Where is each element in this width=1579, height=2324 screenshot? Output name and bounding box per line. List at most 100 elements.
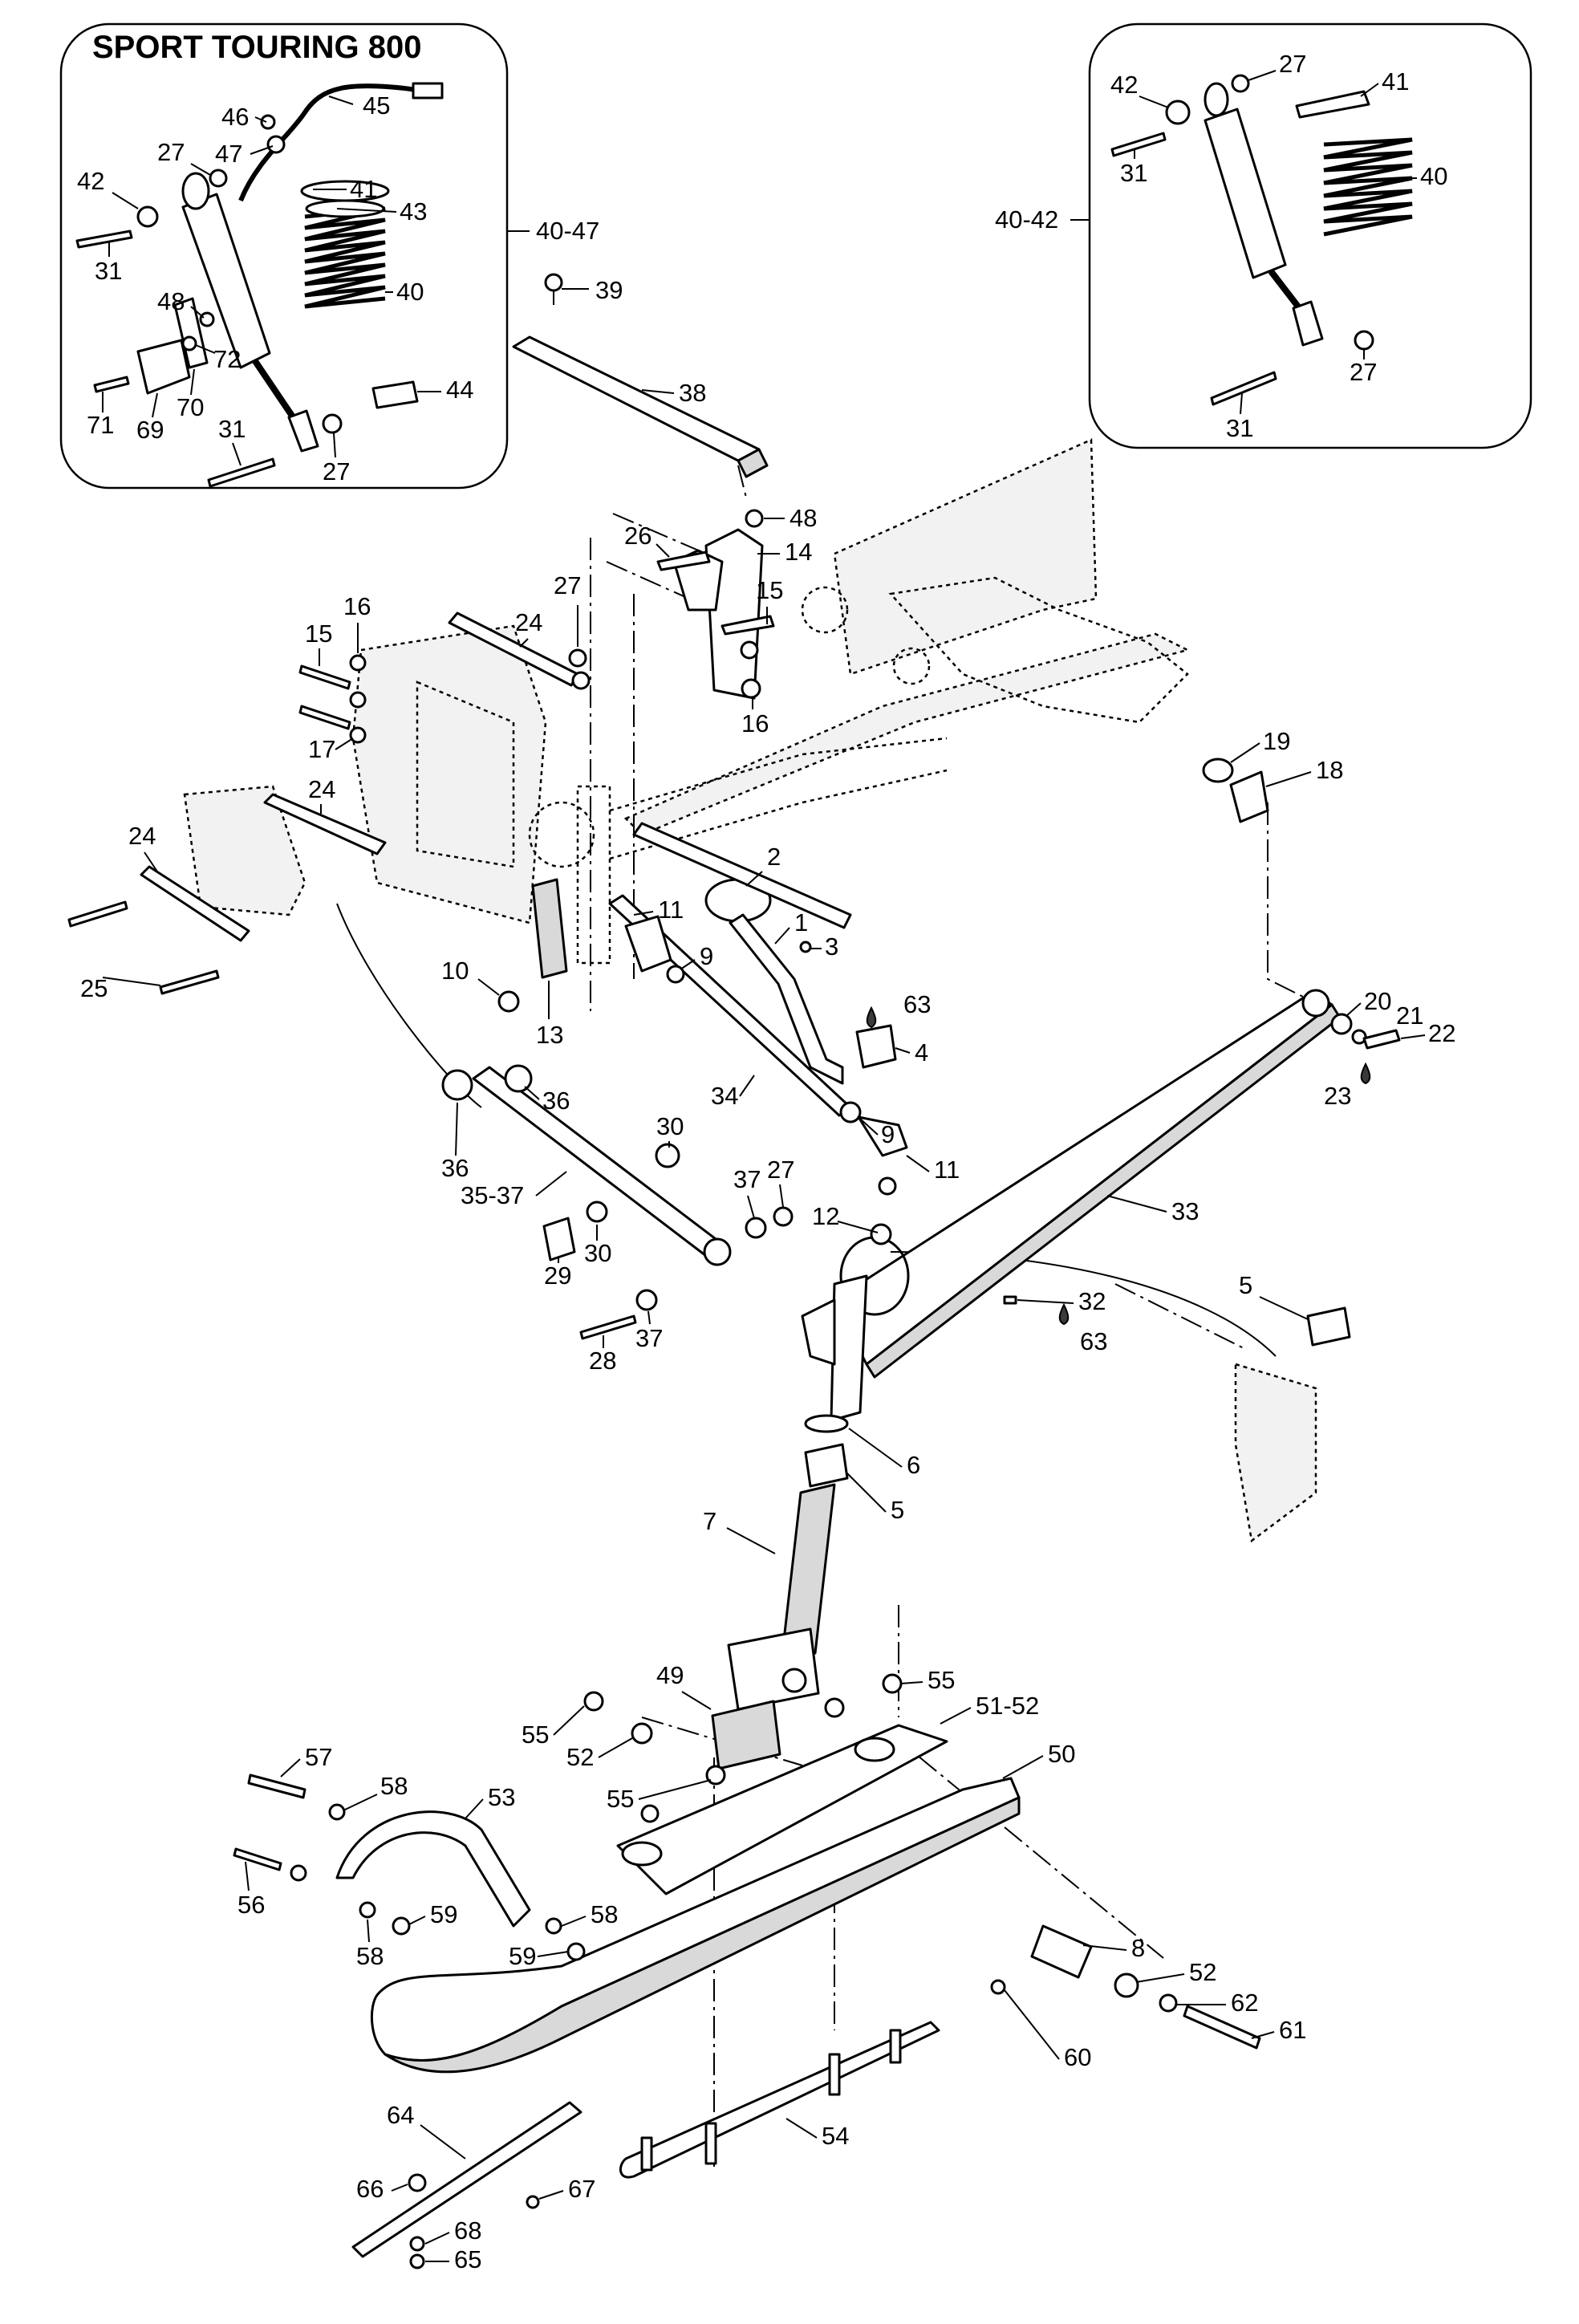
ski-pivot-hardware (990, 1924, 1261, 2050)
callout-55b: 55 (522, 1721, 549, 1749)
callout-36b: 36 (441, 1154, 469, 1182)
callout-20: 20 (1364, 987, 1391, 1015)
callout-45: 45 (363, 91, 390, 120)
callout-15a: 15 (756, 576, 783, 604)
callout-55c: 55 (607, 1785, 634, 1813)
carbide-64 (351, 2101, 582, 2269)
callout-27a: 27 (157, 138, 185, 166)
callout-3: 3 (825, 932, 838, 961)
bolts-15-16-17 (298, 654, 367, 744)
callout-44: 44 (446, 376, 473, 404)
callout-68: 68 (454, 2216, 481, 2245)
callout-48b: 48 (790, 504, 817, 532)
callout-47: 47 (215, 140, 242, 168)
trailing-arm-33 (801, 989, 1401, 1422)
inset-right-frame (1088, 22, 1532, 449)
callout-8: 8 (1131, 1934, 1145, 1962)
callout-58c: 58 (356, 1942, 384, 1970)
inset-sport-touring-800: SPORT TOURING 800 40-47 (59, 22, 599, 490)
callout-62: 62 (1231, 1989, 1258, 2017)
callout-24b: 24 (308, 775, 335, 803)
callout-36a: 36 (542, 1087, 570, 1115)
callout-12: 12 (812, 1202, 839, 1230)
callout-72: 72 (213, 345, 241, 373)
bushings-18-19 (1202, 758, 1269, 823)
steering-arm-13 (497, 878, 568, 1013)
spindle-7 (727, 1414, 849, 1711)
callout-33: 33 (1171, 1197, 1199, 1225)
callout-19: 19 (1263, 727, 1290, 755)
callout-42b: 42 (1110, 71, 1138, 99)
ski-saddle-51-52 (583, 1673, 948, 1895)
callout-30b: 30 (584, 1239, 611, 1267)
callout-42a: 42 (77, 167, 104, 195)
callout-7: 7 (703, 1507, 716, 1535)
callout-50: 50 (1048, 1740, 1075, 1768)
ghost-spindle-housing (1234, 1306, 1351, 1543)
callout-9b: 9 (881, 1120, 895, 1148)
callout-17: 17 (308, 735, 335, 763)
callout-5b: 5 (891, 1496, 904, 1524)
callout-16a: 16 (343, 592, 371, 620)
callout-52b: 52 (1189, 1958, 1216, 1986)
callout-32: 32 (1078, 1287, 1106, 1315)
callout-65: 65 (454, 2245, 481, 2273)
callout-5152: 51-52 (976, 1692, 1039, 1720)
shock-absorber-right (1110, 74, 1374, 406)
callout-5a: 5 (1239, 1271, 1252, 1299)
steering-column (632, 822, 897, 1085)
inset-left-frame (59, 22, 509, 490)
callout-16b: 16 (741, 709, 769, 737)
callout-4: 4 (915, 1038, 928, 1067)
callout-24a: 24 (515, 608, 542, 636)
tie-rod-34 (608, 894, 908, 1196)
wear-runner-54 (619, 2021, 940, 2179)
callout-53: 53 (488, 1783, 515, 1811)
callout-31a: 31 (95, 257, 122, 285)
chassis-frame-ghost (183, 438, 1191, 965)
callout-66: 66 (356, 2175, 384, 2203)
callout-63b: 63 (1080, 1327, 1107, 1355)
callout-59b: 59 (509, 1942, 536, 1970)
callout-6: 6 (907, 1451, 920, 1479)
callout-27e: 27 (554, 571, 581, 599)
callout-25: 25 (80, 974, 108, 1002)
callout-27d: 27 (1350, 358, 1377, 386)
callout-9a: 9 (700, 942, 713, 970)
coil-spring-left (300, 180, 419, 409)
ski-handle-53 (233, 1773, 586, 1961)
ski-stop-49 (711, 1700, 781, 1770)
callout-40a: 40 (396, 278, 424, 306)
callout-27b: 27 (323, 457, 350, 486)
link-plates-24 (67, 611, 591, 995)
callout-69: 69 (136, 416, 164, 444)
callout-31d: 31 (1226, 414, 1253, 442)
coil-spring-right (1295, 90, 1413, 237)
shock-mount-bracket (512, 273, 769, 478)
callout-52a: 52 (566, 1743, 594, 1771)
ski-50 (370, 1777, 1021, 2074)
callout-64: 64 (387, 2101, 414, 2129)
callout-63a: 63 (903, 990, 931, 1018)
callout-38: 38 (679, 379, 706, 407)
callout-41b: 41 (1382, 67, 1409, 95)
callout-29: 29 (544, 1262, 571, 1290)
callout-39: 39 (595, 276, 623, 304)
oil-drop-icon (866, 1006, 877, 1029)
callout-55a: 55 (928, 1666, 955, 1694)
callout-14: 14 (785, 538, 812, 566)
callout-27f: 27 (767, 1156, 794, 1184)
callout-57: 57 (305, 1743, 332, 1771)
callout-43: 43 (400, 197, 427, 225)
callout-37b: 37 (635, 1324, 663, 1352)
callout-48a: 48 (157, 287, 185, 315)
shock-absorber-left (181, 82, 444, 453)
callout-46: 46 (221, 103, 249, 131)
callout-58a: 58 (380, 1772, 408, 1800)
callout-18: 18 (1316, 756, 1343, 784)
callout-67: 67 (568, 2175, 595, 2203)
callout-71: 71 (87, 411, 114, 439)
callout-1: 1 (794, 908, 808, 937)
inset-left-title: SPORT TOURING 800 (92, 30, 421, 65)
callout-56: 56 (237, 1891, 265, 1919)
